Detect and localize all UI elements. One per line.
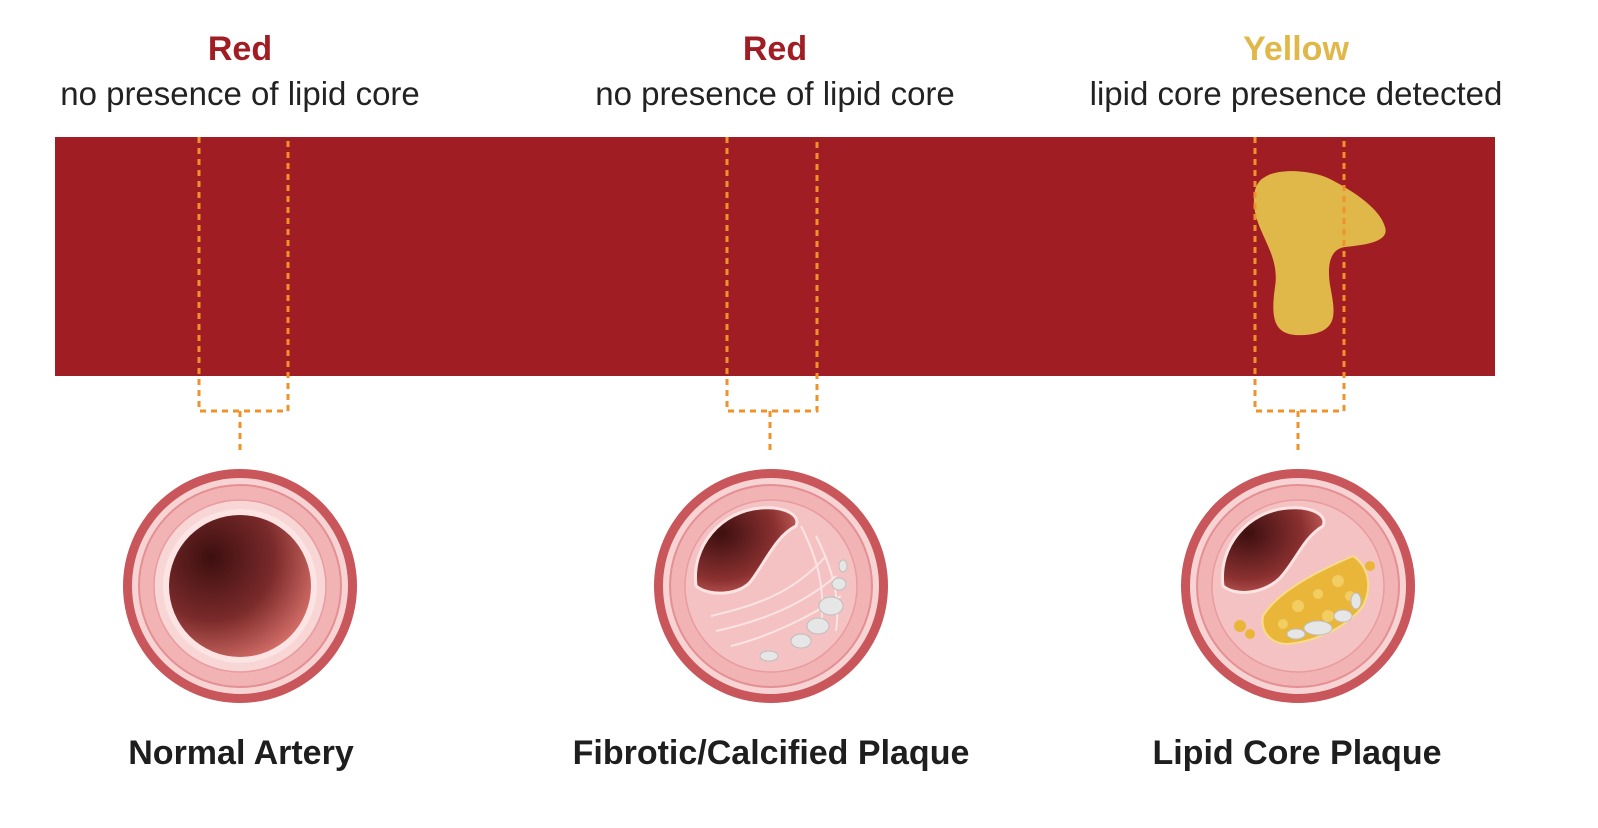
normal-artery-label: Normal Artery bbox=[128, 734, 354, 772]
column-2-header: Red no presence of lipid core bbox=[515, 26, 1035, 116]
column-3-header: Yellow lipid core presence detected bbox=[1036, 26, 1556, 116]
description-text: no presence of lipid core bbox=[60, 75, 420, 112]
fibrotic-plaque-label: Fibrotic/Calcified Plaque bbox=[572, 734, 970, 772]
color-word-yellow: Yellow bbox=[1243, 30, 1349, 68]
normal-artery-illustration bbox=[123, 469, 357, 703]
lipid-core-plaque-illustration bbox=[1181, 469, 1415, 703]
color-word-red: Red bbox=[742, 30, 808, 68]
description-text: lipid core presence detected bbox=[1089, 75, 1503, 112]
color-word-red: Red bbox=[207, 30, 273, 68]
lipid-core-plaque-label: Lipid Core Plaque bbox=[1152, 734, 1442, 772]
artery-scan-band bbox=[55, 137, 1495, 376]
column-1-header: Red no presence of lipid core bbox=[0, 26, 500, 116]
description-text: no presence of lipid core bbox=[595, 75, 955, 112]
fibrotic-plaque-illustration bbox=[654, 469, 888, 703]
